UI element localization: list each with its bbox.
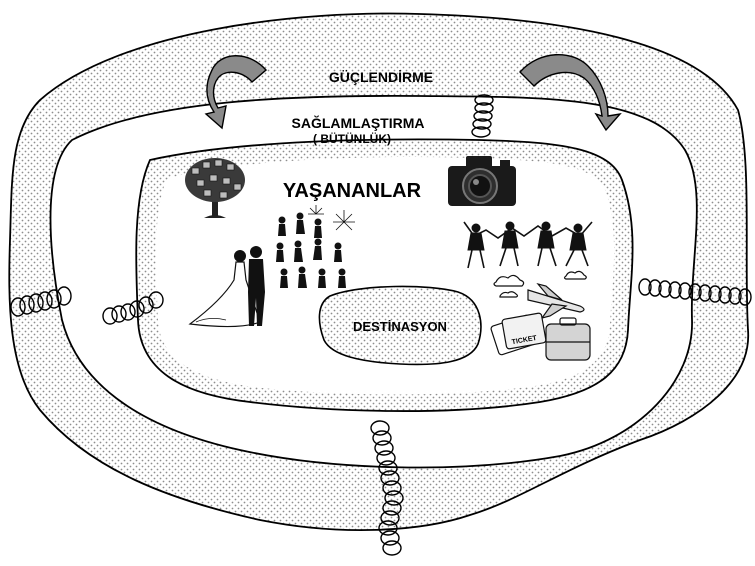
label-inner: YAŞANANLAR	[283, 180, 422, 202]
label-middle-line2: ( BÜTÜNLÜK)	[313, 131, 391, 146]
label-core: DESTİNASYON	[353, 319, 447, 334]
label-middle-line1: SAĞLAMLAŞTIRMA	[292, 114, 425, 131]
label-outer: GÜÇLENDİRME	[329, 69, 433, 85]
